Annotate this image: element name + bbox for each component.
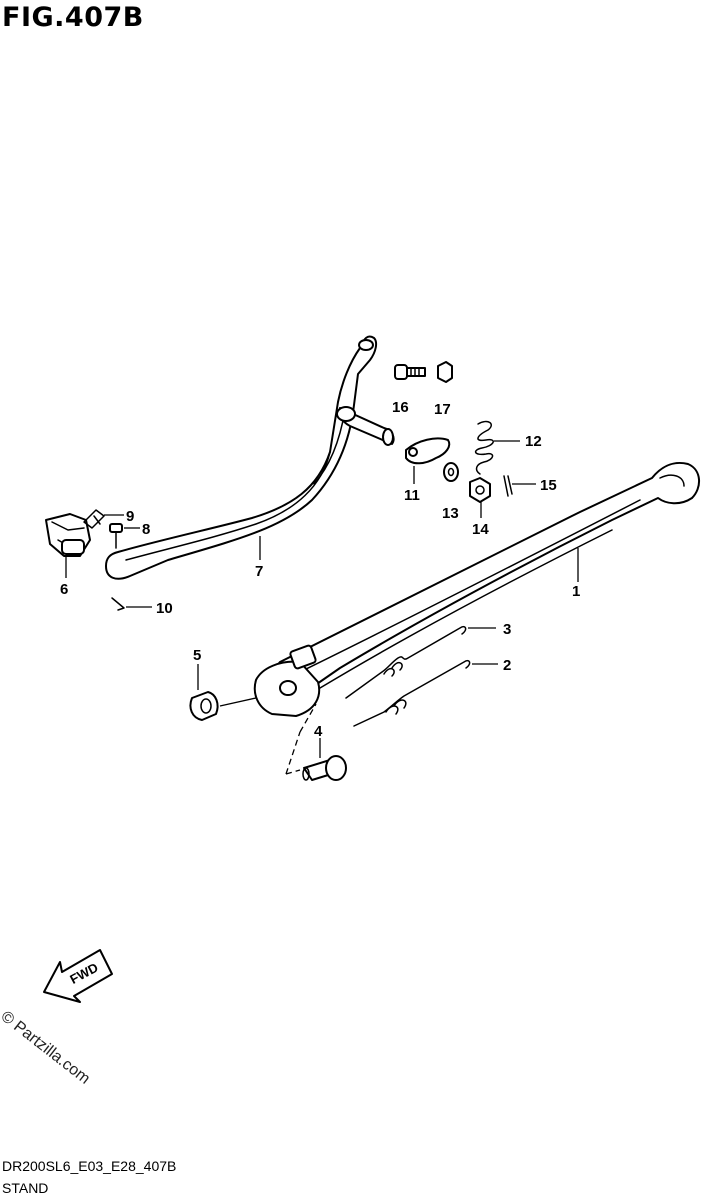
figure-title: FIG.407B <box>2 2 144 33</box>
callout-3: 3 <box>503 621 511 638</box>
callout-11: 11 <box>404 487 420 504</box>
callout-15: 15 <box>540 477 557 494</box>
reference-code: DR200SL6_E03_E28_407B <box>2 1158 177 1174</box>
callout-10: 10 <box>156 600 173 617</box>
section-name: STAND <box>2 1180 49 1196</box>
washer-part-13 <box>443 462 459 482</box>
fwd-arrow-icon: FWD <box>43 949 113 1003</box>
callout-6: 6 <box>60 581 68 598</box>
callout-12: 12 <box>525 433 542 450</box>
plate-part-11 <box>405 437 451 484</box>
callout-2: 2 <box>503 657 511 674</box>
stand-bracket-part-7 <box>105 335 395 580</box>
callout-13: 13 <box>442 505 459 522</box>
cotter-pin-part-10 <box>111 597 152 611</box>
bolt-part-16 <box>394 364 426 380</box>
pin-part-15 <box>503 475 536 497</box>
nut-part-17 <box>437 361 453 383</box>
callout-4: 4 <box>314 723 323 740</box>
nut-part-14 <box>469 477 491 518</box>
callout-1: 1 <box>572 583 580 600</box>
callout-9: 9 <box>126 508 134 525</box>
side-stand-part-1 <box>253 462 700 717</box>
callout-16: 16 <box>392 399 409 416</box>
callout-8: 8 <box>142 521 150 538</box>
bushing-part-5 <box>189 664 257 721</box>
callout-5: 5 <box>193 647 201 664</box>
bolt-part-4 <box>285 703 347 781</box>
callout-17: 17 <box>434 401 451 418</box>
callout-7: 7 <box>255 563 263 580</box>
callout-14: 14 <box>472 521 489 538</box>
switch-part-6 <box>45 513 91 578</box>
clip-part-9 <box>83 509 124 529</box>
spring-part-12 <box>474 420 520 475</box>
spring-part-2 <box>353 659 498 727</box>
bolt-part-8 <box>109 523 140 549</box>
spring-part-3 <box>345 625 496 699</box>
